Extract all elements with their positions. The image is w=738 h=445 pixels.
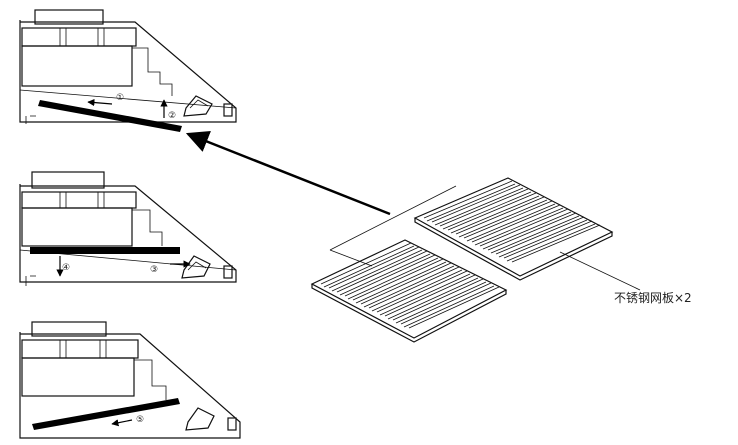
hood-panel-2 [19, 171, 237, 286]
leader-line [559, 251, 641, 291]
step-label-3: ③ [150, 265, 158, 275]
arrow-icon [185, 130, 391, 216]
outline-line [329, 185, 457, 267]
mesh-panel-bar-2 [30, 247, 180, 254]
stainless-mesh-panel-back [413, 177, 614, 281]
hood-panel-3 [19, 321, 241, 439]
step-label-4: ④ [62, 263, 70, 273]
arrow-icon [111, 419, 133, 427]
arrow-icon [87, 98, 113, 107]
hood-panel-1 [19, 9, 237, 124]
part-label: 不锈钢网板×2 [614, 291, 692, 305]
step-label-1: ① [116, 93, 124, 103]
stainless-mesh-panel-front [310, 239, 508, 343]
step-label-5: ⑤ [136, 415, 144, 425]
step-label-2: ② [168, 111, 176, 121]
mesh-panel-bar-3 [32, 398, 180, 430]
mesh-panel-bar-1 [38, 100, 182, 132]
